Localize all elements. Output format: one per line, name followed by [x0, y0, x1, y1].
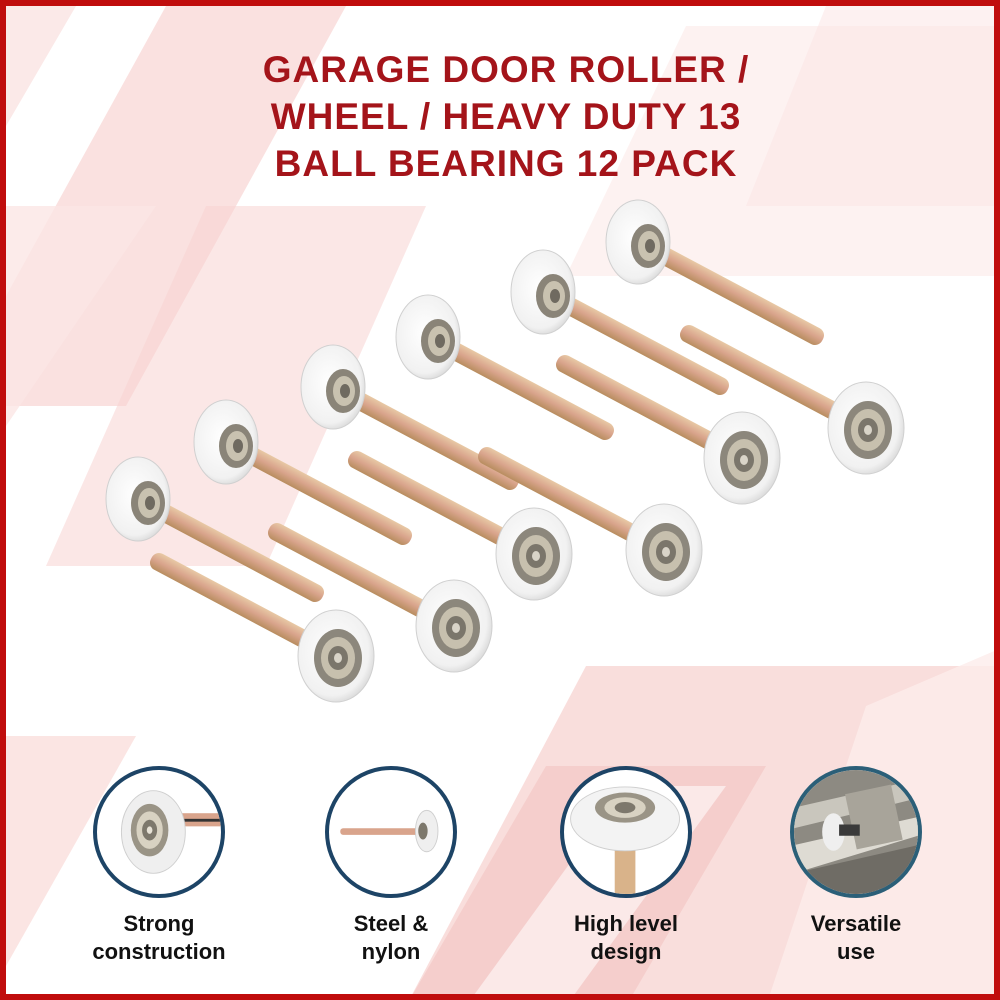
- roller: [605, 199, 828, 349]
- feature-label: Strong construction: [92, 911, 226, 964]
- feature-badges: Strong construction Steel & nylon: [6, 766, 994, 986]
- title-line-2: WHEEL / HEAVY DUTY 13: [270, 96, 742, 137]
- feature-high-level-design: High level design: [516, 766, 736, 966]
- roller-side-view-icon: [325, 766, 457, 898]
- product-title: GARAGE DOOR ROLLER / WHEEL / HEAVY DUTY …: [6, 46, 994, 187]
- feature-label: High level design: [574, 911, 678, 964]
- roller-in-track-icon: [790, 766, 922, 898]
- title-line-1: GARAGE DOOR ROLLER /: [262, 49, 750, 90]
- feature-strong-construction: Strong construction: [49, 766, 269, 966]
- feature-steel-nylon: Steel & nylon: [281, 766, 501, 966]
- feature-label: Versatile use: [810, 911, 902, 964]
- roller-wheel-closeup-icon: [93, 766, 225, 898]
- feature-versatile-use: Versatile use: [746, 766, 966, 966]
- title-line-3: BALL BEARING 12 PACK: [274, 143, 738, 184]
- roller-top-view-icon: [560, 766, 692, 898]
- feature-label: Steel & nylon: [353, 911, 429, 964]
